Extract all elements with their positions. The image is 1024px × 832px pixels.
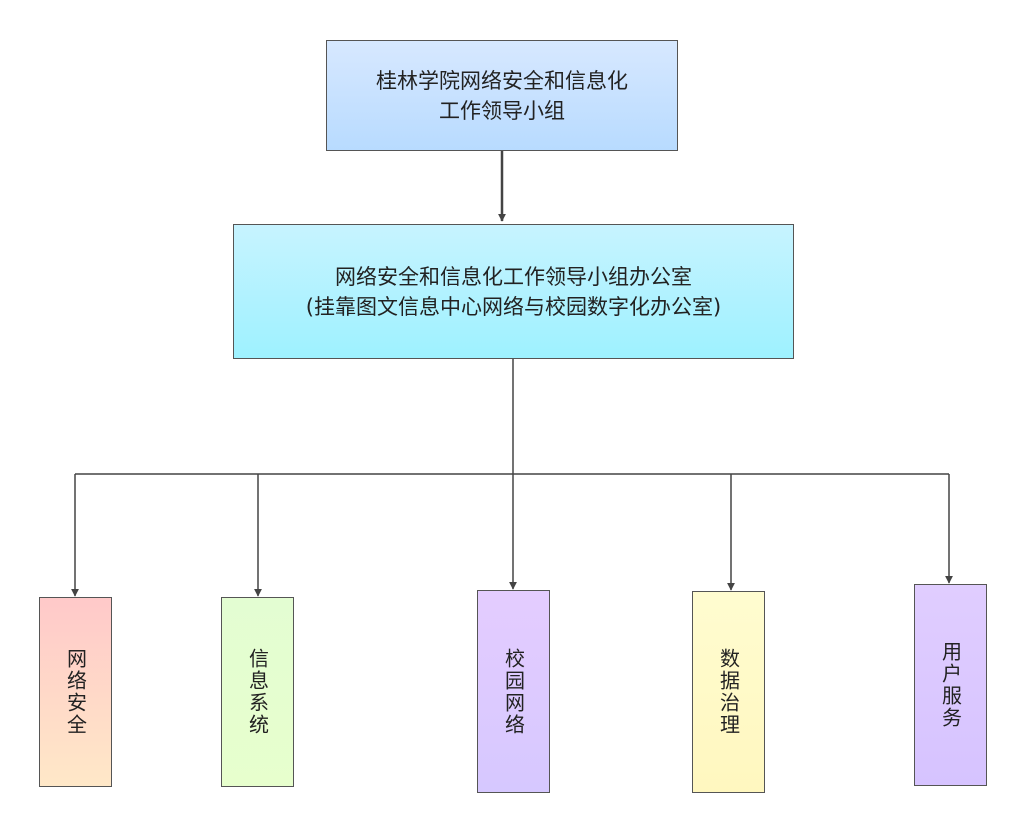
office-title-line1: 网络安全和信息化工作领导小组办公室: [335, 264, 692, 289]
leaf-label: 校园网络: [501, 647, 526, 736]
leaf-node-network-security: 网络安全: [39, 597, 112, 787]
leaf-label: 用户服务: [938, 641, 963, 729]
leading-group-node: 桂林学院网络安全和信息化 工作领导小组: [326, 40, 678, 151]
leaf-node-information-systems: 信息系统: [221, 597, 294, 787]
leaf-label: 数据治理: [716, 648, 741, 736]
leading-group-office-node: 网络安全和信息化工作领导小组办公室 (挂靠图文信息中心网络与校园数字化办公室): [233, 224, 794, 359]
office-title-line2: (挂靠图文信息中心网络与校园数字化办公室): [305, 294, 722, 319]
leaf-label: 信息系统: [245, 648, 270, 736]
leaf-label: 网络安全: [63, 648, 88, 736]
leaf-node-campus-network: 校园网络: [477, 590, 550, 793]
leaf-node-user-services: 用户服务: [914, 584, 987, 786]
leaf-node-data-governance: 数据治理: [692, 591, 765, 793]
leading-group-title-line1: 桂林学院网络安全和信息化: [376, 68, 628, 93]
leading-group-title-line2: 工作领导小组: [439, 98, 565, 123]
